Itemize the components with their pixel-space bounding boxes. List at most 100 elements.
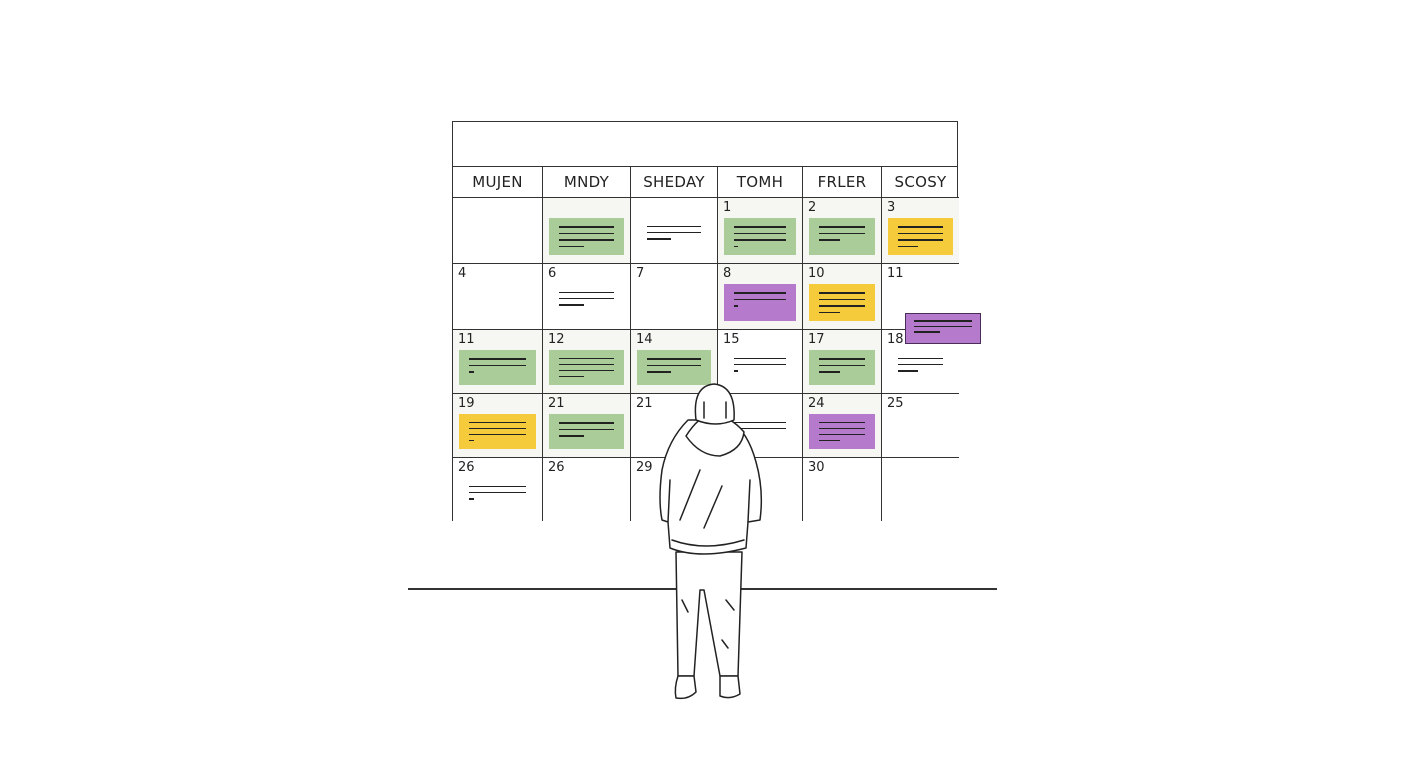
text-lines bbox=[637, 218, 711, 255]
calendar-cell[interactable]: 12 bbox=[543, 330, 631, 394]
day-number: 25 bbox=[887, 396, 904, 411]
sticky-note-green bbox=[549, 350, 624, 385]
sticky-note-green bbox=[459, 350, 536, 385]
note-line bbox=[819, 364, 865, 367]
calendar-cell[interactable]: 4 bbox=[453, 264, 543, 330]
calendar-cell[interactable]: 30 bbox=[803, 458, 882, 521]
note-line bbox=[559, 435, 584, 437]
person-hood bbox=[694, 383, 735, 425]
sticky-note-green bbox=[549, 218, 624, 255]
calendar-cell[interactable]: 1 bbox=[718, 198, 803, 264]
calendar-cell[interactable]: 15 bbox=[718, 330, 803, 394]
sticky-note-green bbox=[549, 414, 624, 449]
day-header-3: TOMH bbox=[718, 166, 803, 198]
day-number: 26 bbox=[458, 460, 475, 475]
note-line bbox=[559, 232, 614, 234]
note-line bbox=[647, 371, 672, 373]
calendar-cell[interactable]: 19 bbox=[453, 394, 543, 458]
calendar-cell[interactable]: 25 bbox=[882, 394, 959, 458]
day-number: 7 bbox=[636, 266, 645, 281]
text-lines bbox=[724, 350, 796, 385]
day-number: 14 bbox=[636, 332, 653, 347]
day-number: 17 bbox=[808, 332, 825, 347]
day-number: 15 bbox=[723, 332, 740, 347]
calendar-cell[interactable]: 8 bbox=[718, 264, 803, 330]
sticky-note-green bbox=[724, 218, 796, 255]
note-line bbox=[819, 440, 840, 441]
calendar-cell[interactable]: 11 bbox=[453, 330, 543, 394]
day-header-5: SCOSY bbox=[882, 166, 959, 198]
note-line bbox=[734, 232, 786, 234]
note-line bbox=[647, 232, 701, 234]
note-line bbox=[559, 364, 614, 365]
note-line bbox=[559, 292, 614, 294]
note-line bbox=[734, 245, 739, 247]
note-line bbox=[559, 428, 614, 431]
calendar-cell[interactable]: 3 bbox=[882, 198, 959, 264]
calendar-cell[interactable]: 14 bbox=[631, 330, 718, 394]
note-line bbox=[469, 440, 474, 441]
note-line bbox=[734, 298, 786, 301]
day-number: 3 bbox=[887, 200, 896, 215]
note-line bbox=[734, 305, 739, 307]
note-line bbox=[734, 370, 739, 372]
calendar-cell[interactable]: 10 bbox=[803, 264, 882, 330]
note-line bbox=[647, 226, 701, 228]
note-line bbox=[734, 292, 786, 294]
note-line bbox=[559, 422, 614, 424]
calendar-cell[interactable]: 7 bbox=[631, 264, 718, 330]
sticky-note-purple bbox=[724, 284, 796, 321]
note-line bbox=[898, 239, 943, 241]
note-line bbox=[469, 498, 474, 500]
day-header-2: SHEDAY bbox=[631, 166, 718, 198]
calendar-cell[interactable] bbox=[543, 198, 631, 264]
calendar-cell[interactable] bbox=[882, 458, 959, 521]
note-line bbox=[734, 226, 786, 228]
note-line bbox=[819, 434, 865, 435]
day-header-0: MUJEN bbox=[453, 166, 543, 198]
note-line bbox=[647, 238, 672, 240]
calendar-cell[interactable]: 26 bbox=[453, 458, 543, 521]
note-line bbox=[914, 331, 941, 333]
day-header-1: MNDY bbox=[543, 166, 631, 198]
day-number: 30 bbox=[808, 460, 825, 475]
note-line bbox=[819, 371, 840, 373]
day-number: 12 bbox=[548, 332, 565, 347]
day-number: 24 bbox=[808, 396, 825, 411]
person-hoodie bbox=[659, 419, 763, 555]
day-number: 8 bbox=[723, 266, 732, 281]
calendar-cell[interactable]: 17 bbox=[803, 330, 882, 394]
calendar-cell[interactable] bbox=[453, 198, 543, 264]
note-line bbox=[819, 232, 865, 235]
person-shoe-right bbox=[719, 675, 741, 699]
note-line bbox=[819, 292, 865, 294]
note-line bbox=[559, 298, 614, 300]
note-line bbox=[559, 226, 614, 228]
note-line bbox=[647, 358, 701, 360]
note-line bbox=[469, 428, 526, 429]
sticky-note-green bbox=[809, 350, 875, 385]
sticky-note-green bbox=[637, 350, 711, 385]
note-line bbox=[559, 370, 614, 371]
calendar-cell[interactable]: 2 bbox=[803, 198, 882, 264]
note-line bbox=[819, 311, 840, 313]
note-line bbox=[559, 304, 584, 306]
calendar-cell[interactable] bbox=[631, 198, 718, 264]
sticky-note-yellow bbox=[809, 284, 875, 321]
note-line bbox=[469, 486, 526, 488]
note-line bbox=[914, 325, 972, 328]
calendar-cell[interactable]: 21 bbox=[543, 394, 631, 458]
sticky-note-yellow bbox=[888, 218, 953, 255]
calendar-cell[interactable]: 6 bbox=[543, 264, 631, 330]
note-line bbox=[469, 422, 526, 423]
note-line bbox=[734, 422, 786, 424]
note-line bbox=[469, 364, 526, 367]
note-line bbox=[819, 358, 865, 360]
note-line bbox=[469, 492, 526, 494]
day-number: 11 bbox=[458, 332, 475, 347]
person-legs bbox=[675, 551, 743, 677]
calendar-cell[interactable]: 24 bbox=[803, 394, 882, 458]
calendar-cell[interactable]: 26 bbox=[543, 458, 631, 521]
floating-sticky-note bbox=[905, 313, 981, 344]
